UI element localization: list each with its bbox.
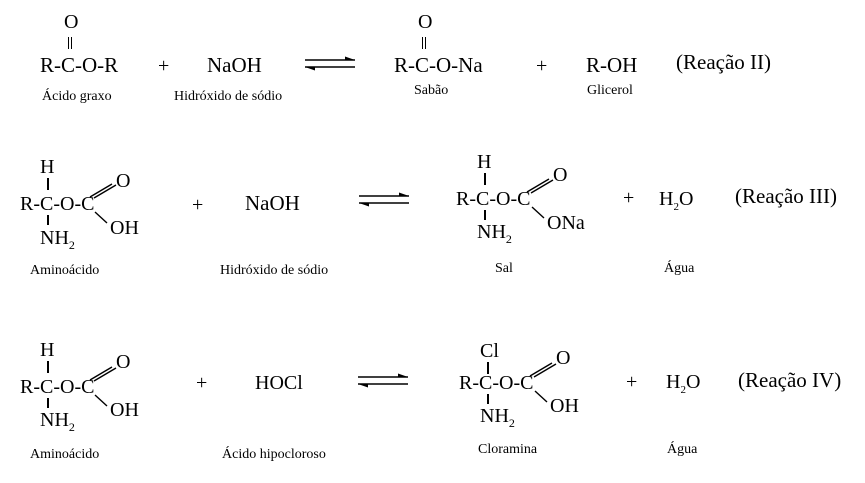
double-bond <box>526 178 554 194</box>
carbonyl-oxygen: O <box>556 347 571 369</box>
amino-acid-chain: R-C-O-C <box>20 376 95 398</box>
carbonyl-oxygen: O <box>418 11 433 33</box>
glycerol-label: Glicerol <box>587 83 633 98</box>
single-bond <box>534 390 548 403</box>
amine-group: NH2 <box>40 409 75 434</box>
water-label: Água <box>664 261 695 276</box>
single-bond <box>47 398 49 408</box>
amino-acid-chain: R-C-O-C <box>20 193 95 215</box>
hydrogen-atom: H <box>477 151 492 173</box>
single-bond <box>94 394 108 407</box>
plus-sign: + <box>536 55 548 77</box>
soap-formula: R-C-O-Na <box>394 53 483 77</box>
hydroxyl-group: OH <box>550 395 579 417</box>
water-formula: H2O <box>659 188 694 213</box>
single-bond <box>47 361 49 373</box>
amine-group: NH2 <box>40 227 75 252</box>
single-bond <box>484 210 486 220</box>
double-bond <box>89 366 117 382</box>
single-bond <box>47 215 49 225</box>
double-bond <box>68 37 72 49</box>
hydrogen-atom: H <box>40 339 55 361</box>
naoh-label: Hidróxido de sódio <box>174 89 283 104</box>
double-bond <box>422 37 426 49</box>
single-bond <box>487 362 489 374</box>
glycerol-formula: R-OH <box>586 53 638 77</box>
double-bond <box>89 183 117 199</box>
naoh-label: Hidróxido de sódio <box>220 263 329 278</box>
amino-acid-label: Aminoácido <box>30 263 100 278</box>
hydroxyl-group: OH <box>110 217 139 239</box>
chloramine-label: Cloramina <box>478 442 538 457</box>
hydroxyl-group: OH <box>110 399 139 421</box>
amine-group: NH2 <box>480 405 515 430</box>
amino-acid-label: Aminoácido <box>30 447 100 462</box>
double-bond <box>529 362 557 378</box>
equilibrium-arrow <box>304 56 356 72</box>
hocl-formula: HOCl <box>255 372 303 394</box>
reaction-name: (Reação III) <box>735 184 838 208</box>
salt-chain: R-C-O-C <box>456 188 531 210</box>
hydrogen-atom: H <box>40 156 55 178</box>
hocl-label: Ácido hipocloroso <box>222 447 326 462</box>
fatty-acid-label: Ácido graxo <box>42 89 112 104</box>
plus-sign: + <box>626 371 638 393</box>
single-bond <box>47 178 49 190</box>
water-formula: H2O <box>666 371 701 396</box>
sodium-oxide-group: ONa <box>547 212 585 234</box>
plus-sign: + <box>158 55 170 77</box>
carbonyl-oxygen: O <box>116 170 131 192</box>
carbonyl-oxygen: O <box>553 164 568 186</box>
single-bond <box>531 206 545 219</box>
soap-label: Sabão <box>414 83 449 98</box>
salt-label: Sal <box>495 261 513 276</box>
amine-group: NH2 <box>477 221 512 246</box>
water-label: Água <box>667 442 698 457</box>
equilibrium-arrow <box>358 192 410 208</box>
single-bond <box>487 394 489 404</box>
chloramine-chain: R-C-O-C <box>459 372 534 394</box>
reaction-name: (Reação II) <box>676 50 772 74</box>
naoh-formula: NaOH <box>207 53 262 77</box>
carbonyl-oxygen: O <box>116 351 131 373</box>
plus-sign: + <box>196 372 208 394</box>
chlorine-atom: Cl <box>480 340 499 362</box>
fatty-acid-formula: R-C-O-R <box>40 53 119 77</box>
plus-sign: + <box>192 194 204 216</box>
reaction-name: (Reação IV) <box>738 368 842 392</box>
equilibrium-arrow <box>357 373 409 389</box>
plus-sign: + <box>623 187 635 209</box>
naoh-formula: NaOH <box>245 191 300 215</box>
single-bond <box>484 173 486 185</box>
carbonyl-oxygen: O <box>64 11 79 33</box>
single-bond <box>94 211 108 224</box>
